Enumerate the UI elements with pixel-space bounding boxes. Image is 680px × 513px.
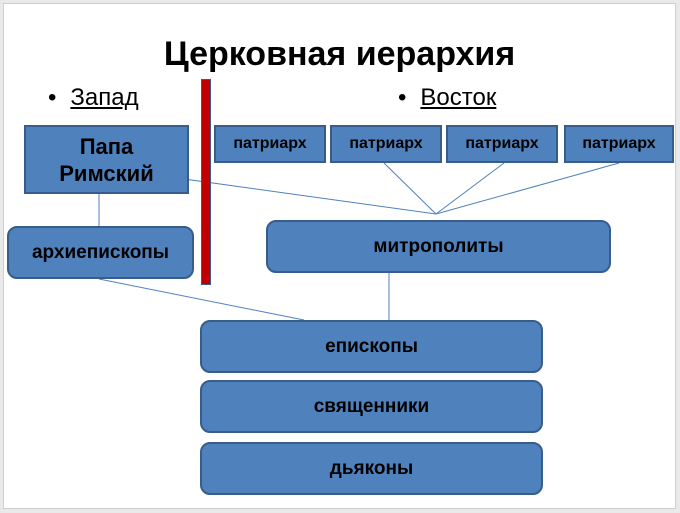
page-title: Церковная иерархия [163, 35, 516, 73]
node-patriarch-1: патриарх [214, 125, 326, 163]
connector-patriarch-3 [435, 162, 505, 215]
node-metropolitans: митрополиты [266, 220, 611, 273]
node-deacons: дьяконы [200, 442, 543, 495]
node-bishops: епископы [200, 320, 543, 373]
node-archbishops: архиепископы [7, 226, 194, 279]
connector-archbishops-bishops [98, 278, 305, 321]
node-patriarch-3: патриарх [446, 125, 558, 163]
west-east-divider [201, 79, 211, 285]
section-east-label: Восток [420, 84, 497, 111]
slide: Церковная иерархия • Запад • Восток Папа Р… [3, 3, 676, 509]
bullet: • [398, 84, 407, 111]
node-patriarch-2: патриарх [330, 125, 442, 163]
node-priests: священники [200, 380, 543, 433]
section-east: • Восток [398, 84, 496, 112]
connector-patriarch-2 [383, 162, 437, 215]
section-west: • Запад [48, 84, 139, 112]
node-pope: Папа Римский [24, 125, 189, 194]
section-west-label: Запад [70, 84, 139, 111]
node-patriarch-4: патриарх [564, 125, 674, 163]
connector-patriarch-4 [435, 162, 620, 215]
bullet: • [48, 84, 57, 111]
